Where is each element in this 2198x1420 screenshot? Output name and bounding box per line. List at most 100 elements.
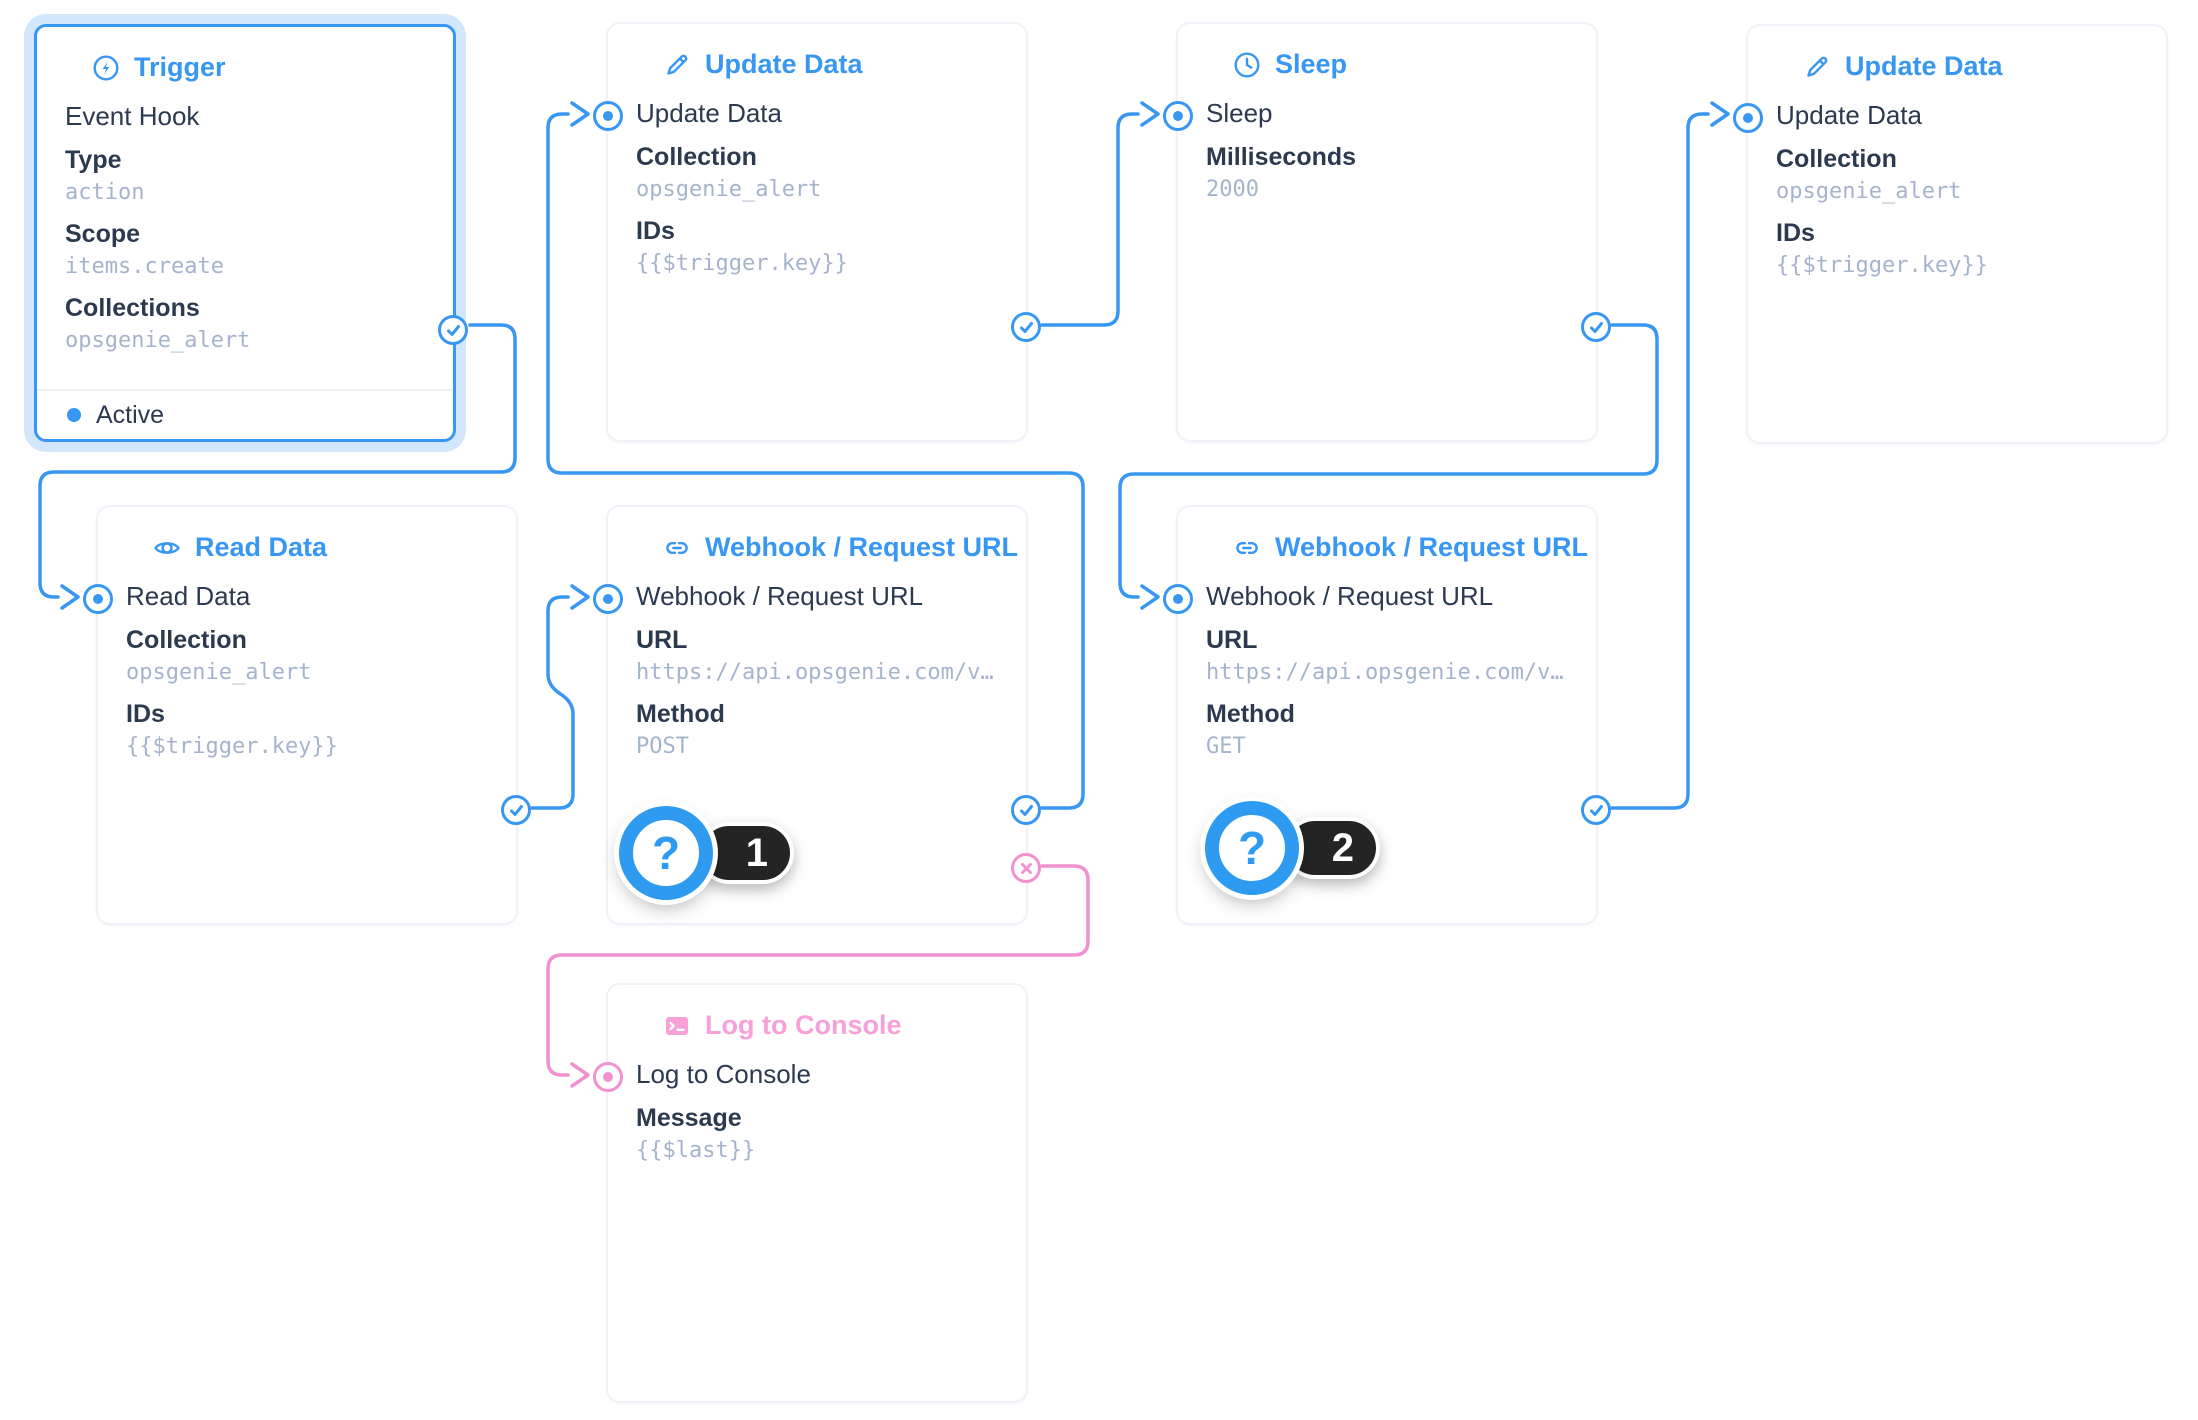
field-value: {{$trigger.key}} (126, 734, 338, 759)
card-header: Read Data (98, 507, 516, 563)
arrowhead (1140, 101, 1160, 127)
step-number: 1 (745, 830, 768, 875)
card-title: Sleep (1275, 49, 1348, 79)
card-title: Read Data (195, 532, 328, 562)
x-icon (1020, 862, 1032, 874)
field: Message {{$last}} (636, 1102, 1002, 1166)
field-label: Collection (1776, 145, 1897, 173)
operation-name: Update Data (636, 98, 782, 128)
question-mark-icon[interactable]: ? (1205, 801, 1299, 895)
field-value: action (65, 180, 145, 205)
field-value: {{$trigger.key}} (1776, 253, 1988, 278)
check-icon (1589, 804, 1603, 816)
field-label: Collection (636, 143, 757, 171)
field-label: IDs (126, 700, 165, 728)
card-body: Webhook / Request URL URL https://api.op… (1178, 563, 1596, 762)
step-number: 2 (1331, 825, 1354, 870)
input-dot (603, 594, 613, 604)
node-card-log-to-console[interactable]: Log to Console Log to Console Message {{… (593, 983, 1028, 1403)
input-handle[interactable] (1163, 584, 1193, 614)
arrowhead (60, 584, 80, 610)
card-header: Trigger (37, 27, 453, 83)
input-handle[interactable] (1163, 101, 1193, 131)
node-card-trigger[interactable]: Trigger Event Hook Type action Scope ite… (34, 24, 468, 442)
link-icon (662, 533, 692, 563)
eye-icon (152, 533, 182, 563)
input-handle[interactable] (83, 584, 113, 614)
resolve-handle[interactable] (438, 315, 468, 345)
card-title: Log to Console (705, 1010, 902, 1040)
resolve-handle[interactable] (1011, 312, 1041, 342)
field-value: POST (636, 734, 689, 759)
field-label: Message (636, 1104, 742, 1132)
check-icon (1019, 321, 1033, 333)
arrowhead (570, 1062, 590, 1088)
card-body: Sleep Milliseconds 2000 (1178, 80, 1596, 205)
resolve-handle[interactable] (501, 795, 531, 825)
card-body: Webhook / Request URL URL https://api.op… (608, 563, 1026, 762)
card-title: Webhook / Request URL (1275, 532, 1589, 562)
arrowhead (570, 584, 590, 610)
field-label: Milliseconds (1206, 143, 1357, 171)
clock-icon (1232, 50, 1262, 80)
operation-name: Webhook / Request URL (636, 581, 924, 611)
field-label: URL (1206, 626, 1258, 654)
operation-name: Sleep (1206, 98, 1273, 128)
arrowhead (1140, 584, 1160, 610)
check-icon (509, 804, 523, 816)
operation-name: Read Data (126, 581, 251, 611)
field-label: Type (65, 146, 122, 174)
field: Collections opsgenie_alert (65, 292, 429, 356)
reject-handle[interactable] (1011, 853, 1041, 883)
question-mark-icon[interactable]: ? (619, 806, 713, 900)
field: IDs {{$trigger.key}} (1776, 217, 2142, 281)
trigger-status-row: Active (37, 389, 453, 439)
resolve-handle[interactable] (1581, 312, 1611, 342)
field: Collection opsgenie_alert (636, 141, 1002, 205)
input-handle[interactable] (1733, 103, 1763, 133)
node-card-read-data[interactable]: Read Data Read Data Collection opsgenie_… (83, 505, 531, 925)
bolt-icon (91, 53, 121, 83)
field-value: items.create (65, 254, 224, 279)
input-dot (603, 111, 613, 121)
field: Collection opsgenie_alert (126, 624, 492, 688)
input-handle[interactable] (593, 1062, 623, 1092)
card-title: Update Data (1845, 51, 2003, 81)
field-label: Collection (126, 626, 247, 654)
operation-name: Log to Console (636, 1059, 811, 1089)
pencil-icon (1802, 52, 1832, 82)
input-dot (603, 1072, 613, 1082)
card-body: Update Data Collection opsgenie_alert ID… (608, 80, 1026, 279)
node-card-update-data-1[interactable]: Update Data Update Data Collection opsge… (593, 22, 1041, 442)
field: Scope items.create (65, 218, 429, 282)
connector-read-data-to-webhook-post (530, 584, 590, 810)
resolve-handle[interactable] (1581, 795, 1611, 825)
field-value: 2000 (1206, 177, 1259, 202)
check-icon (1589, 321, 1603, 333)
input-handle[interactable] (593, 584, 623, 614)
input-dot (1173, 594, 1183, 604)
card-header: Update Data (608, 24, 1026, 80)
field: Method GET (1206, 698, 1572, 762)
check-icon (446, 324, 460, 336)
field: URL https://api.opsgenie.com/v… (636, 624, 1002, 688)
field: Milliseconds 2000 (1206, 141, 1572, 205)
card-body: Event Hook Type action Scope items.creat… (37, 83, 453, 356)
field-value: {{$last}} (636, 1138, 756, 1163)
card-title: Trigger (134, 52, 226, 82)
arrowhead (570, 101, 590, 127)
field: Type action (65, 144, 429, 208)
field-label: Collections (65, 294, 200, 322)
step-number-pill: 2 (1284, 817, 1380, 879)
terminal-icon (662, 1011, 692, 1041)
resolve-handle[interactable] (1011, 795, 1041, 825)
field: IDs {{$trigger.key}} (636, 215, 1002, 279)
input-dot (1173, 111, 1183, 121)
node-card-update-data-2[interactable]: Update Data Update Data Collection opsge… (1733, 24, 2168, 444)
card-title: Webhook / Request URL (705, 532, 1019, 562)
node-card-sleep[interactable]: Sleep Sleep Milliseconds 2000 (1163, 22, 1611, 442)
field-value: https://api.opsgenie.com/v… (636, 660, 994, 685)
field: URL https://api.opsgenie.com/v… (1206, 624, 1572, 688)
input-handle[interactable] (593, 101, 623, 131)
